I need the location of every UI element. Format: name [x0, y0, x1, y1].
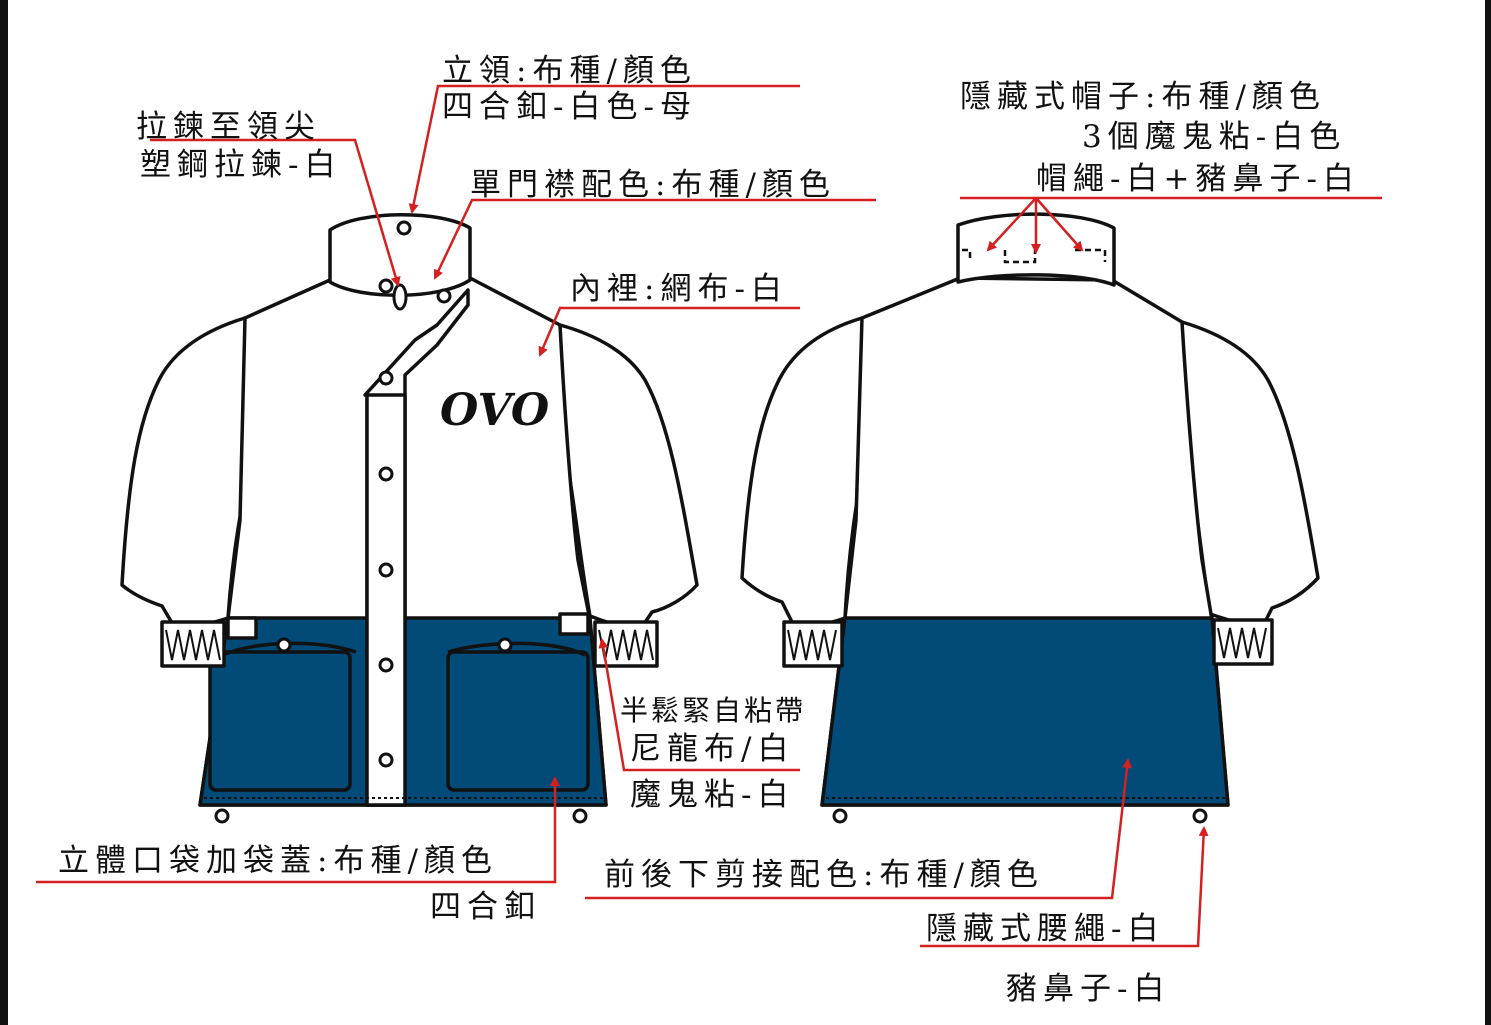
front-left-pocket [208, 650, 352, 792]
label-pocket: 立體口袋加袋蓋:布種/顏色 [58, 843, 498, 879]
label-placket: 單門襟配色:布種/顏色 [470, 167, 836, 203]
label-zipper-tip: 拉鍊至領尖 [136, 109, 321, 145]
zipper-pull [392, 283, 408, 311]
back-snaps [832, 808, 1208, 824]
label-collar-snap: 四合釦-白色-母 [442, 89, 697, 125]
front-snaps [214, 220, 588, 824]
label-cuff-velcro: 魔鬼粘-白 [630, 777, 795, 813]
back-hem-panel [820, 616, 1230, 807]
label-pocket-snap: 四合釦 [430, 889, 541, 925]
leader-lines [36, 84, 1382, 948]
front-right-pocket [446, 650, 590, 792]
label-collar: 立領:布種/顏色 [442, 53, 697, 89]
placket-strip [365, 393, 407, 807]
label-cord-stopper: 豬鼻子-白 [1006, 971, 1171, 1007]
front-jacket [120, 213, 699, 807]
label-hood-cord: 帽繩-白+豬鼻子-白 [1036, 161, 1360, 197]
back-jacket [740, 212, 1320, 807]
back-left-sleeve [740, 316, 874, 630]
back-details [787, 248, 1267, 799]
front-right-velcro-tab [558, 612, 590, 636]
label-cuff-nylon: 尼龍布/白 [630, 731, 795, 767]
label-hood: 隱藏式帽子:布種/顏色 [960, 79, 1326, 115]
label-cuff-tape: 半鬆緊自粘帶 [620, 694, 807, 727]
label-lining: 內裡:網布-白 [570, 271, 788, 307]
front-logo: OVO [440, 385, 549, 436]
front-right-pocket-flap [447, 641, 586, 657]
right-border [1485, 0, 1491, 1025]
front-right-sleeve [558, 323, 699, 632]
label-zipper-type: 塑鋼拉鍊-白 [140, 147, 342, 183]
label-hood-velcro: 3個魔鬼粘-白色 [1082, 119, 1347, 155]
label-hem-panel: 前後下剪接配色:布種/顏色 [604, 857, 1044, 893]
label-waist-cord: 隱藏式腰繩-白 [926, 911, 1165, 947]
front-left-cuff-rib [165, 629, 221, 661]
left-border [0, 0, 8, 1025]
front-left-velcro-tab [226, 616, 258, 640]
